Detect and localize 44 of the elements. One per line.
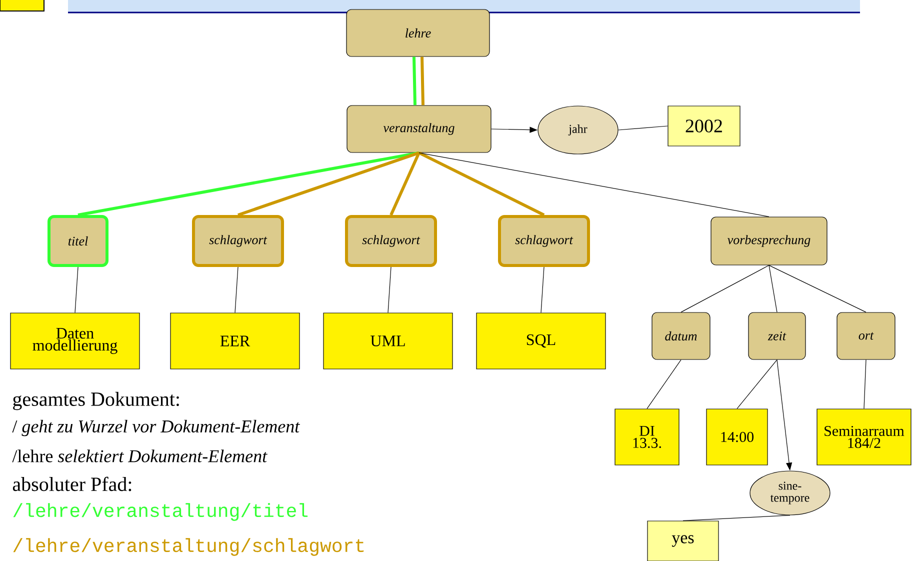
connector xyxy=(768,265,866,312)
element-box: lehre xyxy=(346,9,490,57)
element-box: ort xyxy=(836,312,896,360)
connector xyxy=(646,360,682,409)
connector xyxy=(736,360,778,409)
element-box: datum xyxy=(652,312,710,360)
text-box: UML xyxy=(323,312,453,370)
connector xyxy=(420,56,424,106)
element-box: schlagwort xyxy=(192,215,284,267)
value-box: yes xyxy=(647,520,719,561)
value-box: 2002 xyxy=(668,106,740,146)
connector xyxy=(680,265,770,312)
connector xyxy=(78,151,420,216)
connector xyxy=(768,265,778,312)
text-box: Seminarraum 184/2 xyxy=(816,408,912,466)
connector xyxy=(390,152,420,216)
connector xyxy=(238,151,420,216)
connector xyxy=(74,266,78,313)
heading-text: gesamtes Dokument: xyxy=(13,392,179,410)
note-text: / geht zu Wurzel vor Dokument-Element xyxy=(12,420,300,436)
element-box: titel xyxy=(48,215,108,267)
connector xyxy=(412,56,416,106)
element-box: vorbesprechung xyxy=(710,216,828,266)
connector xyxy=(388,266,392,313)
text-box: Daten modellierung xyxy=(10,312,140,370)
text-box: 14:00 xyxy=(706,408,768,466)
connector xyxy=(540,266,544,313)
element-box: schlagwort xyxy=(498,215,590,267)
path-text: /lehre/veranstaltung/titel xyxy=(13,503,308,521)
heading-text: absoluter Pfad: xyxy=(12,476,132,492)
element-box: schlagwort xyxy=(345,215,437,267)
note-text: /lehre selektiert Dokument-Element xyxy=(12,450,268,462)
element-box: zeit xyxy=(748,312,806,360)
connector xyxy=(418,152,770,217)
text-box: DI 13.3. xyxy=(614,408,680,466)
path-text: /lehre/veranstaltung/schlagwort xyxy=(13,538,364,556)
connector xyxy=(234,266,238,313)
connector xyxy=(864,360,866,409)
text-box: EER xyxy=(170,312,300,370)
connector xyxy=(618,126,668,130)
text-box: SQL xyxy=(476,312,606,370)
connector xyxy=(418,151,545,216)
element-box: veranstaltung xyxy=(346,105,492,153)
connector xyxy=(682,515,790,521)
